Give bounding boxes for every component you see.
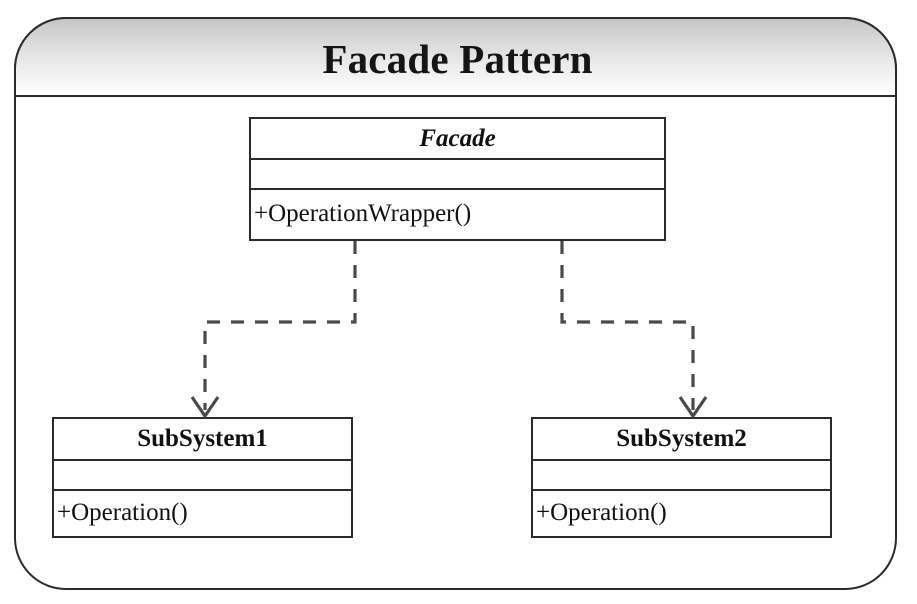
uml-operation-subsystem2-operation: +Operation(): [536, 499, 667, 526]
uml-class-name-subsystem1: SubSystem1: [54, 419, 351, 461]
uml-operation-facade-operationwrapper: +OperationWrapper(): [254, 200, 472, 227]
uml-attributes-compartment-facade: [251, 160, 664, 190]
uml-class-subsystem1[interactable]: SubSystem1 +Operation(): [52, 417, 353, 538]
uml-operation-subsystem1-operation: +Operation(): [57, 499, 188, 526]
uml-class-subsystem2[interactable]: SubSystem2 +Operation(): [531, 417, 832, 538]
uml-class-name-subsystem2: SubSystem2: [533, 419, 830, 461]
uml-attributes-compartment-subsystem2: [533, 461, 830, 491]
diagram-title: Facade Pattern: [322, 36, 593, 82]
uml-class-facade[interactable]: Facade +OperationWrapper(): [249, 117, 666, 241]
diagram-header-band: Facade Pattern: [14, 17, 897, 97]
uml-class-name-facade: Facade: [251, 119, 664, 160]
uml-attributes-compartment-subsystem1: [54, 461, 351, 491]
